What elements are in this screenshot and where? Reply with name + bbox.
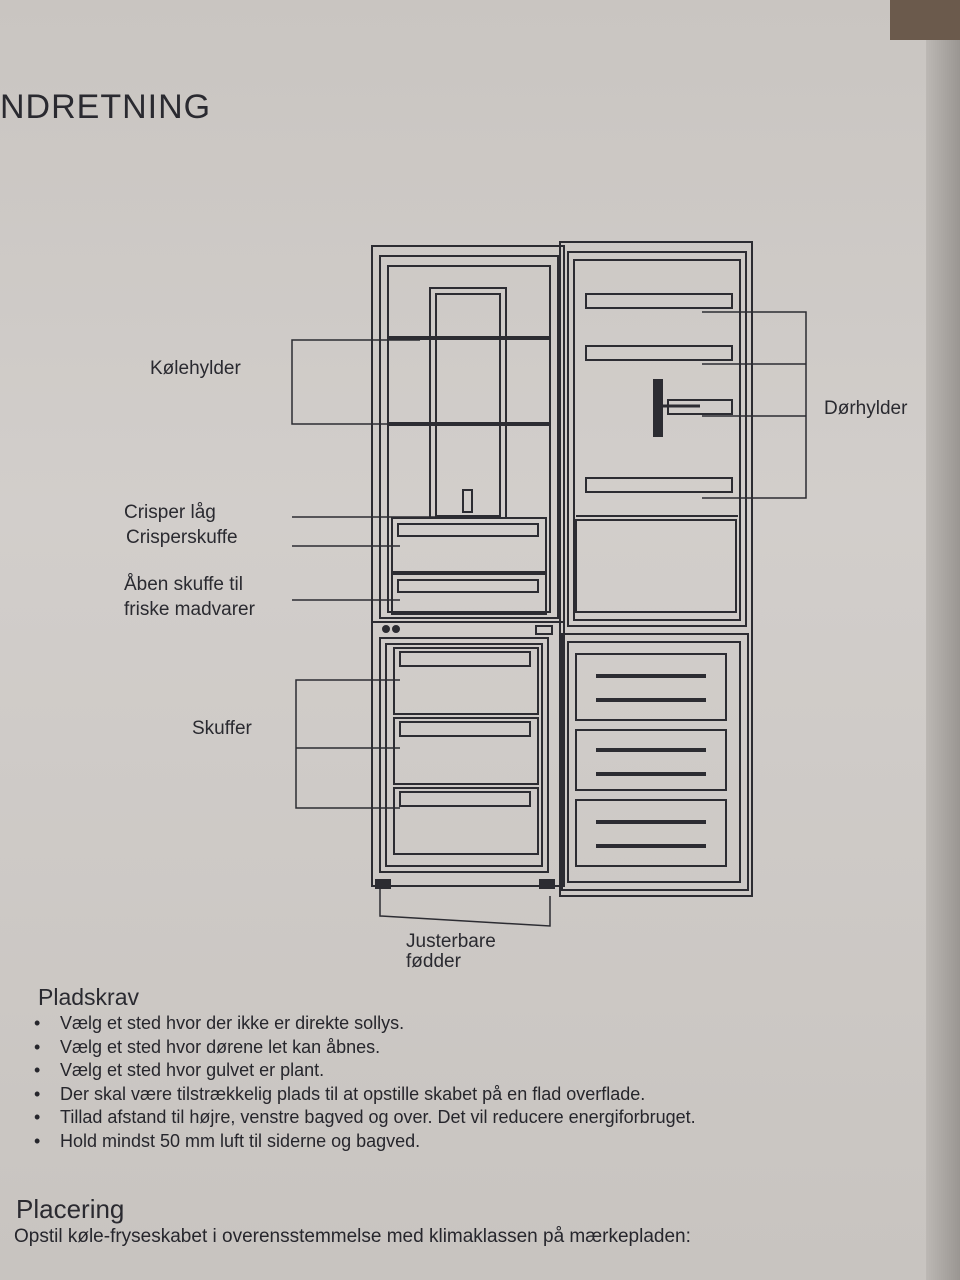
list-item: Hold mindst 50 mm luft til siderne og ba… [32,1130,892,1154]
fridge-door-right [559,241,753,897]
list-item: Vælg et sted hvor der ikke er direkte so… [32,1012,892,1036]
list-item: Vælg et sted hvor gulvet er plant. [32,1059,892,1083]
leader-lines [291,311,807,927]
section-heading: NDRETNING [0,88,212,126]
label-aben-skuffe-line2: friske madvarer [124,599,255,620]
pladskrav-list: Vælg et sted hvor der ikke er direkte so… [32,1012,892,1153]
label-fodder: fødder [406,951,461,972]
list-item: Tillad afstand til højre, venstre bagved… [32,1106,892,1130]
background-corner [890,0,960,40]
label-kolehylder: Kølehylder [150,358,241,379]
page-edge [926,0,960,1280]
placering-text: Opstil køle-fryseskabet i overensstemmel… [14,1226,691,1247]
list-item: Vælg et sted hvor dørene let kan åbnes. [32,1036,892,1060]
pladskrav-title: Pladskrav [38,984,139,1010]
label-justerbare: Justerbare [406,931,496,952]
label-crisper-lag: Crisper låg [124,502,216,523]
list-item: Der skal være tilstrækkelig plads til at… [32,1083,892,1107]
placering-title: Placering [16,1194,125,1224]
label-crisperskuffe: Crisperskuffe [126,527,238,548]
fridge-body-left [371,245,565,889]
label-dorhylder: Dørhylder [824,398,908,419]
label-skuffer: Skuffer [192,718,252,739]
label-aben-skuffe-line1: Åben skuffe til [124,574,244,595]
